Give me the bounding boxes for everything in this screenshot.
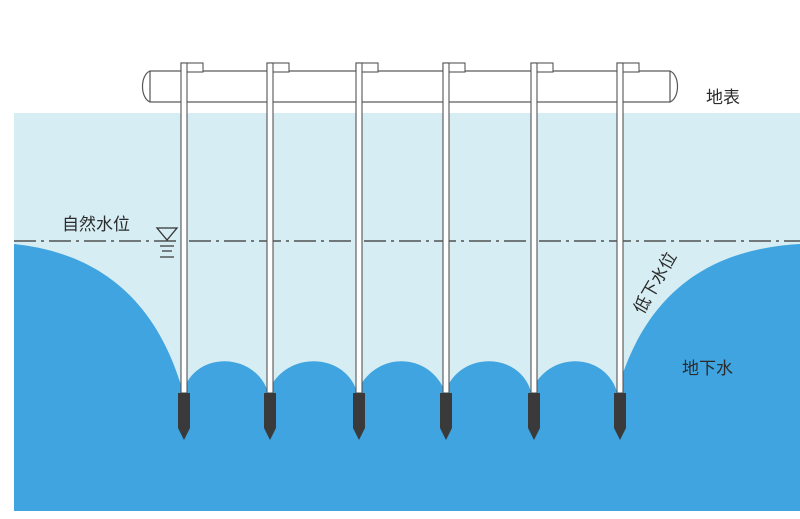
well-pipe <box>180 62 188 394</box>
well-pipe <box>442 62 450 394</box>
well-point <box>614 62 640 440</box>
water-level-triangle-icon <box>155 227 179 258</box>
well-point <box>178 62 204 440</box>
groundwater-label: 地下水 <box>682 359 733 379</box>
natural-water-level-label: 自然水位 <box>62 215 130 235</box>
well-point <box>528 62 554 440</box>
well-points-group <box>178 62 640 440</box>
well-pipe <box>266 62 274 394</box>
well-point <box>440 62 466 440</box>
well-point <box>264 62 290 440</box>
header-pipe <box>141 70 679 103</box>
well-point-tip <box>528 393 540 440</box>
well-point <box>353 62 379 440</box>
ground-surface-label: 地表 <box>706 88 740 108</box>
well-point-tip <box>178 393 190 440</box>
well-pipe <box>616 62 624 394</box>
well-pipe <box>355 62 363 394</box>
well-point-tip <box>440 393 452 440</box>
groundwater-region <box>14 244 800 511</box>
well-point-tip <box>264 393 276 440</box>
well-pipe <box>530 62 538 394</box>
well-point-tip <box>614 393 626 440</box>
well-point-tip <box>353 393 365 440</box>
